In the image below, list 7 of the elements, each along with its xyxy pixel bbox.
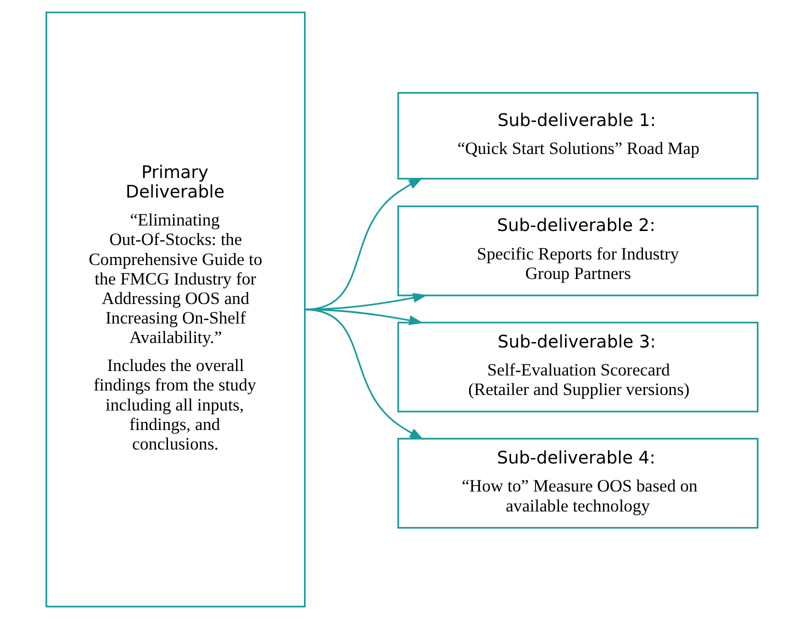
node-box: Primary Deliverable “Eliminating Out-Of-Stocks: the Comprehensive Guide to the FMCG Industry for Addressing OOS and Increasing On-Shelf Availability.” Includes the overall findings from the study including all inputs, findings, and conclusions. bbox=[45, 12, 306, 608]
arrow bbox=[304, 308, 424, 440]
node-box: Sub-deliverable 3: Self-Evaluation Scorecard (Retailer and Supplier versions) bbox=[396, 322, 758, 412]
node-box: Sub-deliverable 2: Specific Reports for Industry Group Partners bbox=[396, 206, 758, 296]
node-box: Sub-deliverable 1: “Quick Start Solutions” Road Map bbox=[396, 92, 758, 180]
arrow bbox=[304, 308, 423, 326]
node-box: Sub-deliverable 4: “How to” Measure OOS based on available technology bbox=[396, 438, 758, 529]
